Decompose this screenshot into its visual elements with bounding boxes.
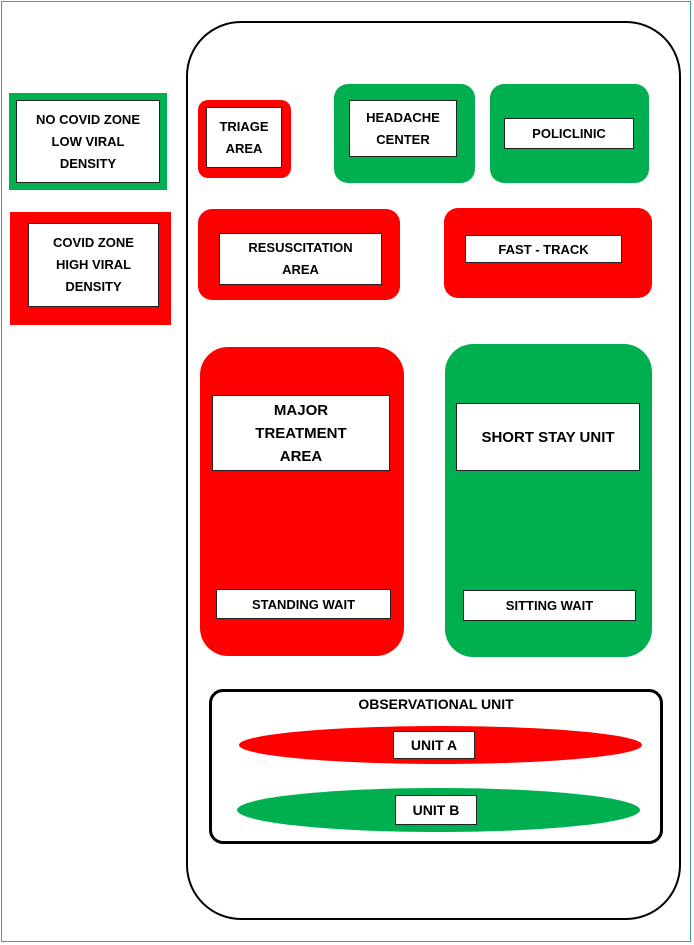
observational-unit: OBSERVATIONAL UNIT — [209, 689, 663, 844]
legend-covid-label: COVID ZONE HIGH VIRAL DENSITY — [28, 223, 159, 307]
triage-area-label: TRIAGE AREA — [206, 107, 282, 168]
policlinic-label: POLICLINIC — [504, 118, 634, 149]
legend-covid-zone: COVID ZONE HIGH VIRAL DENSITY — [10, 212, 171, 325]
headache-center-zone: HEADACHE CENTER — [334, 84, 475, 183]
unit-b-label: UNIT B — [395, 795, 477, 825]
fast-track-label: FAST - TRACK — [465, 235, 622, 263]
legend-no-covid-label: NO COVID ZONE LOW VIRAL DENSITY — [16, 100, 160, 183]
major-treatment-zone: MAJOR TREATMENT AREA STANDING WAIT — [200, 347, 404, 656]
policlinic-zone: POLICLINIC — [490, 84, 649, 183]
standing-wait-label: STANDING WAIT — [216, 589, 391, 619]
sitting-wait-label: SITTING WAIT — [463, 590, 636, 621]
unit-a-zone: UNIT A — [239, 726, 642, 764]
triage-zone: TRIAGE AREA — [198, 100, 291, 178]
headache-center-label: HEADACHE CENTER — [349, 100, 457, 157]
resuscitation-area-label: RESUSCITATION AREA — [219, 233, 382, 285]
unit-a-label: UNIT A — [393, 731, 475, 759]
legend-no-covid-zone: NO COVID ZONE LOW VIRAL DENSITY — [9, 93, 167, 190]
major-treatment-area-label: MAJOR TREATMENT AREA — [212, 395, 390, 471]
unit-b-zone: UNIT B — [237, 788, 640, 832]
short-stay-zone: SHORT STAY UNIT SITTING WAIT — [445, 344, 652, 657]
short-stay-unit-label: SHORT STAY UNIT — [456, 403, 640, 471]
observational-unit-title: OBSERVATIONAL UNIT — [358, 696, 514, 712]
resuscitation-zone: RESUSCITATION AREA — [198, 209, 400, 300]
fast-track-zone: FAST - TRACK — [444, 208, 652, 298]
